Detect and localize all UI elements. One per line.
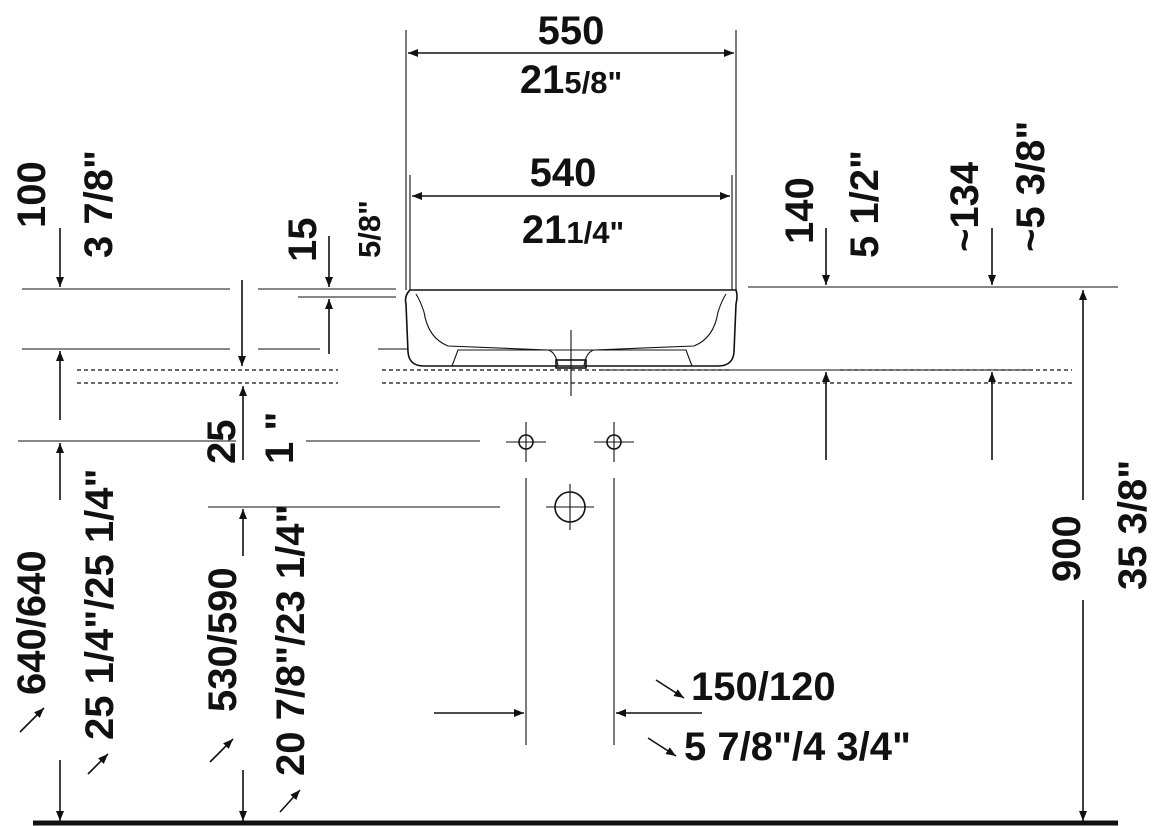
label-gap-25-mm: 25 [200,420,244,465]
label-height-134-mm: ~134 [943,161,987,252]
water-connection-left [506,422,546,462]
leader-150-in [647,737,677,757]
label-rim-15-in: 5/8" [352,200,387,258]
label-height-640-in: 25 1/4"/25 1/4" [78,469,122,740]
label-width-540-in: 211/4" [522,208,624,252]
leader-530-mm [209,738,234,763]
label-rim-15-mm: 15 [281,218,325,263]
label-spacing-150-in: 5 7/8"/4 3/4" [684,725,911,769]
leader-640-mm [19,707,45,733]
label-height-140-mm: 140 [778,177,822,244]
label-height-140-in: 5 1/2" [843,150,887,258]
label-height-900-mm: 900 [1045,515,1089,582]
leader-640-in [87,753,109,775]
leader-150-mm [655,679,685,699]
label-height-530-in: 20 7/8"/23 1/4" [269,505,313,776]
label-width-550-mm: 550 [538,9,605,53]
leader-530-in [279,789,301,813]
label-height-530-mm: 530/590 [201,567,245,712]
label-height-100-mm: 100 [10,161,54,228]
label-height-134-in: ~5 3/8" [1009,121,1053,252]
label-height-640-mm: 640/640 [10,550,54,695]
label-height-900-in: 35 3/8" [1111,460,1155,590]
label-spacing-150-mm: 150/120 [691,665,836,709]
water-connection-right [594,422,634,462]
label-height-100-in: 3 7/8" [77,150,121,258]
label-width-550-in: 215/8" [520,58,622,102]
label-900-background [1040,500,1140,600]
drain-connection [546,484,594,530]
basin-outline [404,289,738,396]
label-gap-25-in: 1 " [258,412,302,464]
label-width-540-mm: 540 [530,151,597,195]
